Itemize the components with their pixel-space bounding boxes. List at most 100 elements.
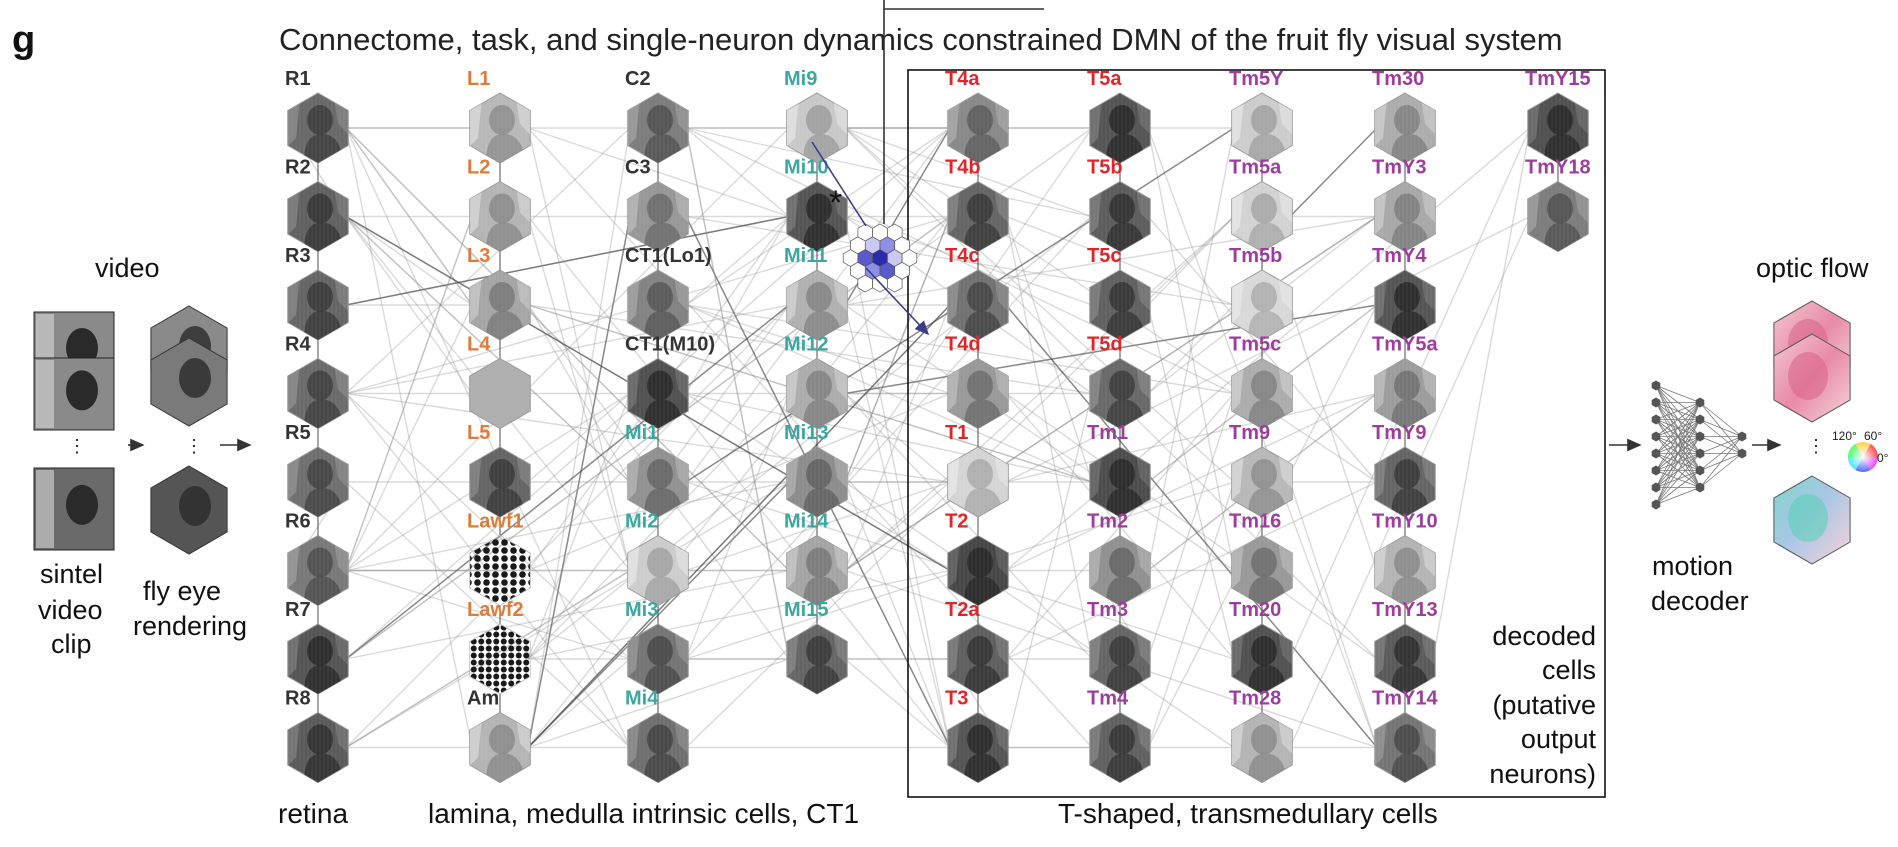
neuron-label-mi15: Mi15: [784, 599, 828, 621]
neuron-cell-tmy9: TmY9: [1372, 422, 1436, 518]
decoder-edge: [1655, 402, 1701, 454]
neuron-cell-tm4: Tm4: [1087, 688, 1151, 784]
synapse-connection: [527, 393, 631, 660]
synapse-connection: [345, 392, 631, 660]
neuron-cell-mi2: Mi2: [625, 511, 689, 607]
decoder-edge: [1699, 436, 1743, 471]
neuron-label-t1: T1: [945, 422, 968, 444]
neuron-activity-texture: [469, 270, 531, 340]
decoder-node: [1695, 414, 1705, 425]
neuron-label-mi9: Mi9: [784, 68, 817, 90]
neuron-label-ct1-lo1: CT1(Lo1): [625, 245, 712, 267]
color-wheel-center: [1848, 442, 1878, 472]
synapse-connection: [1289, 127, 1378, 218]
synapse-connection: [844, 658, 951, 749]
neuron-label-ct1-m10: CT1(M10): [625, 334, 715, 356]
synapse-connection: [345, 216, 473, 571]
neuron-activity-texture: [287, 712, 349, 783]
synapse-connection: [345, 215, 473, 306]
decoder-node: [1695, 448, 1705, 459]
neuron-cell-l5: L5: [467, 422, 531, 518]
neuron-hex-dots: [469, 535, 531, 606]
video-frame: [33, 467, 115, 551]
neuron-cell-r6: R6: [285, 511, 349, 607]
synapse-connection: [844, 216, 951, 483]
rf-arrow-out: [865, 267, 930, 336]
neuron-cell-tmy15: TmY15: [1525, 68, 1591, 164]
neuron-cell-tm5c: Tm5c: [1229, 334, 1293, 430]
neuron-label-tm16: Tm16: [1229, 511, 1281, 533]
wheel-label-120: 120°: [1832, 429, 1857, 443]
synapse-connection: [844, 216, 951, 483]
neuron-cell-t4c: T4c: [945, 245, 1009, 341]
synapse-connection: [345, 304, 790, 395]
synapse-connection: [1147, 127, 1235, 571]
neuron-label-c2: C2: [625, 68, 651, 90]
decoder-node: [1651, 380, 1661, 391]
clip-ellipsis: ⋮: [68, 436, 86, 456]
neuron-label-tm5y: Tm5Y: [1229, 68, 1284, 90]
neuron-cell-tmy14: TmY14: [1372, 688, 1438, 784]
synapse-connection: [345, 304, 790, 748]
synapse-connection: [345, 304, 790, 660]
synapse-connection: [345, 127, 631, 748]
synapse-connection: [345, 127, 473, 748]
synapse-connection: [844, 393, 1093, 660]
neuron-cell-ct1-lo1: CT1(Lo1): [625, 245, 712, 341]
neuron-cell-mi13: Mi13: [784, 422, 848, 518]
neuron-cell-tmy3: TmY3: [1372, 157, 1436, 253]
decoder-edge: [1655, 385, 1701, 403]
decoder-edge: [1655, 470, 1701, 505]
neuron-cell-tm9: Tm9: [1229, 422, 1293, 518]
synapse-connection: [844, 127, 1093, 218]
render-ellipsis: ⋮: [185, 436, 203, 456]
decoder-node: [1695, 431, 1705, 442]
neuron-cell-mi10: Mi10: [784, 157, 848, 253]
neuron-label-tm5b: Tm5b: [1229, 245, 1282, 267]
decoder-edge: [1655, 487, 1701, 505]
synapse-connection: [1005, 215, 1531, 483]
neuron-label-t2: T2: [945, 511, 968, 533]
neuron-label-l3: L3: [467, 245, 490, 267]
neuron-label-tm5a: Tm5a: [1229, 157, 1282, 179]
synapse-connection: [685, 393, 790, 660]
neuron-activity-texture: [1374, 93, 1436, 163]
neuron-cell-tm20: Tm20: [1229, 599, 1293, 695]
synapse-connection: [1147, 304, 1235, 660]
neuron-cell-tmy4: TmY4: [1372, 245, 1436, 341]
neuron-cell-l3: L3: [467, 245, 531, 341]
neuron-cell-tmy18: TmY18: [1525, 157, 1591, 253]
synapse-connection: [345, 127, 473, 306]
neuron-label-l4: L4: [467, 334, 491, 356]
synapse-connection: [685, 216, 1093, 660]
decoder-edge: [1655, 419, 1701, 505]
neuron-label-r7: R7: [285, 599, 311, 621]
rf-hex: [901, 249, 918, 267]
synapse-connection: [685, 304, 1093, 483]
synapse-connection: [345, 481, 631, 749]
neuron-cell-tm5y: Tm5Y: [1229, 68, 1293, 164]
decoder-edge: [1655, 453, 1701, 505]
decoder-node: [1737, 431, 1747, 442]
neuron-cell-tmy13: TmY13: [1372, 599, 1438, 695]
neuron-label-r6: R6: [285, 511, 311, 533]
neuron-label-tmy4: TmY4: [1372, 245, 1427, 267]
neuron-label-tmy15: TmY15: [1525, 68, 1591, 90]
synapse-connection: [844, 304, 1235, 572]
clip-label-line-2: video: [38, 595, 103, 625]
synapse-connection: [685, 127, 1093, 218]
neuron-label-t5c: T5c: [1087, 245, 1121, 267]
synapse-connection: [1005, 393, 1093, 748]
neuron-label-mi3: Mi3: [625, 599, 658, 621]
neuron-label-l2: L2: [467, 157, 490, 179]
decoder-edge: [1655, 402, 1701, 471]
neuron-cell-r3: R3: [285, 245, 349, 341]
neuron-cell-tm16: Tm16: [1229, 511, 1293, 607]
decoder-edge: [1655, 436, 1701, 505]
neuron-hex: [469, 357, 531, 430]
synapse-connection: [527, 658, 631, 749]
neuron-label-tmy3: TmY3: [1372, 157, 1426, 179]
neuron-activity-texture: [627, 270, 689, 340]
optic-flow-section: optic flow ⋮ 120° 60° 0°: [1756, 253, 1889, 565]
